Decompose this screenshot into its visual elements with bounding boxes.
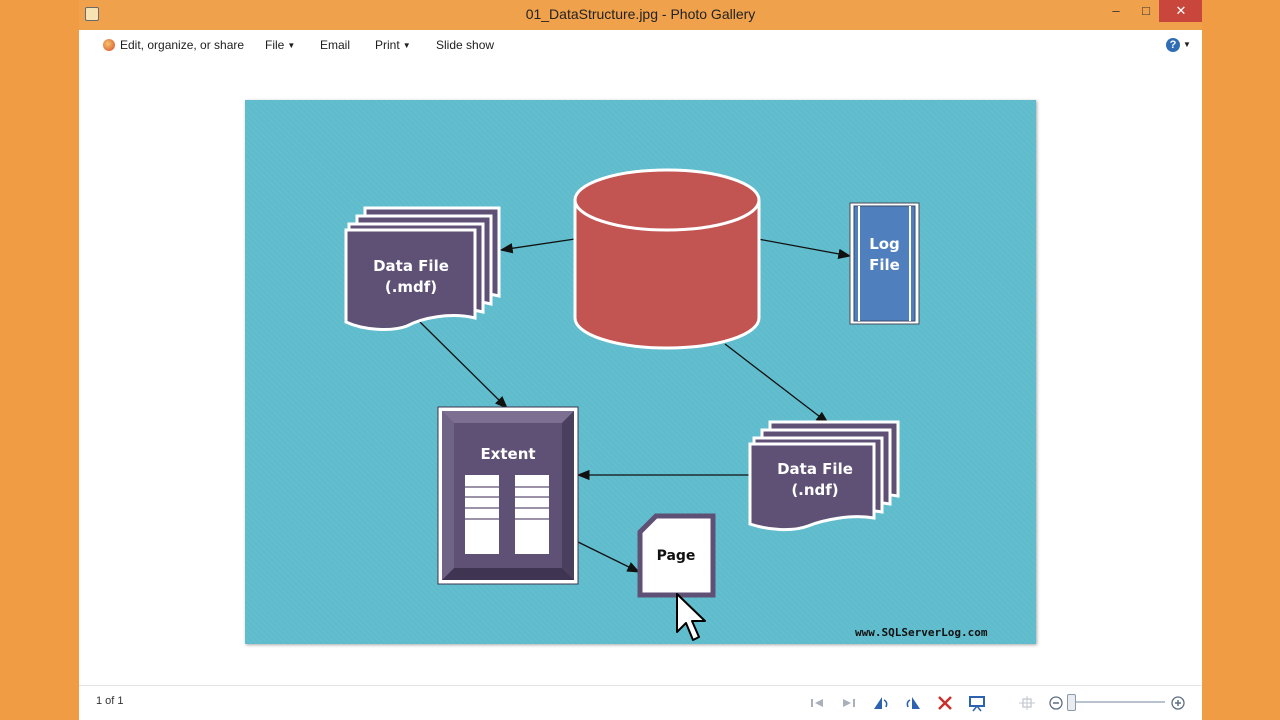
data-file-ndf-shape [748, 420, 900, 532]
close-button[interactable]: ✕ [1159, 0, 1202, 22]
zoom-slider-track[interactable] [1073, 701, 1165, 703]
maximize-button[interactable]: □ [1142, 3, 1150, 18]
arrow-extent-to-page [577, 541, 641, 573]
arrow-db-to-ndf [724, 343, 830, 424]
data-file-mdf-label: Data File (.mdf) [346, 256, 476, 298]
displayed-photo[interactable]: Data File (.mdf) Log File Extent Data Fi… [245, 100, 1036, 644]
data-file-ndf-line2: (.ndf) [791, 481, 839, 499]
log-file-line2: File [869, 256, 900, 274]
minimize-button[interactable]: – [1112, 3, 1120, 18]
help-menu[interactable]: ?▼ [1166, 37, 1191, 52]
slideshow-icon[interactable] [966, 693, 988, 713]
data-file-ndf-label: Data File (.ndf) [750, 459, 880, 501]
zoom-out-icon[interactable] [1045, 693, 1067, 713]
edit-organize-share-label: Edit, organize, or share [120, 38, 245, 52]
page-label: Page [656, 548, 696, 564]
arrow-db-to-log [757, 238, 852, 259]
dropdown-arrow-icon: ▼ [402, 41, 411, 50]
email-label: Email [320, 38, 351, 52]
log-file-shape [849, 202, 920, 325]
zoom-slider-thumb[interactable] [1067, 694, 1076, 711]
slide-show-label: Slide show [436, 38, 495, 52]
image-viewer: Data File (.mdf) Log File Extent Data Fi… [79, 60, 1202, 685]
status-bar: 1 of 1 [79, 685, 1202, 720]
watermark-text: www.SQLServerLog.com [855, 626, 988, 639]
title-bar: 01_DataStructure.jpg - Photo Gallery – □… [79, 0, 1202, 30]
arrow-mdf-to-extent [418, 320, 508, 409]
print-menu[interactable]: Print▼ [375, 38, 411, 52]
extent-frame-shape [437, 406, 579, 585]
print-menu-label: Print [375, 38, 400, 52]
help-icon: ? [1166, 38, 1180, 52]
data-file-ndf-line1: Data File [777, 460, 853, 478]
page-count: 1 of 1 [96, 695, 124, 707]
database-cylinder-icon [573, 168, 761, 350]
extent-label: Extent [480, 445, 536, 463]
delete-icon[interactable] [934, 693, 956, 713]
log-file-label: Log File [854, 234, 915, 276]
mouse-cursor-icon [675, 592, 711, 657]
last-icon[interactable] [838, 693, 860, 713]
gallery-icon [103, 39, 115, 51]
file-menu[interactable]: File▼ [265, 38, 295, 52]
first-icon[interactable] [806, 693, 828, 713]
toolbar: Edit, organize, or share File▼ Email Pri… [79, 30, 1202, 61]
log-file-line1: Log [869, 235, 900, 253]
diagram-graphics [344, 168, 920, 598]
slide-show-button[interactable]: Slide show [436, 38, 494, 52]
rotate-right-icon[interactable] [902, 693, 924, 713]
edit-organize-share-button[interactable]: Edit, organize, or share [103, 38, 244, 52]
actual-size-icon[interactable] [1016, 693, 1038, 713]
photo-gallery-window: 01_DataStructure.jpg - Photo Gallery – □… [79, 0, 1202, 720]
data-file-mdf-line2: (.mdf) [384, 278, 438, 296]
arrow-db-to-mdf [499, 238, 576, 254]
dropdown-arrow-icon: ▼ [1183, 40, 1191, 49]
zoom-in-icon[interactable] [1167, 693, 1189, 713]
file-menu-label: File [265, 38, 285, 52]
data-file-mdf-line1: Data File [373, 257, 449, 275]
email-button[interactable]: Email [320, 38, 350, 52]
dropdown-arrow-icon: ▼ [287, 41, 296, 50]
data-file-mdf-shape [344, 206, 501, 331]
app-icon[interactable] [85, 7, 99, 21]
rotate-left-icon[interactable] [870, 693, 892, 713]
window-title: 01_DataStructure.jpg - Photo Gallery [525, 6, 756, 22]
